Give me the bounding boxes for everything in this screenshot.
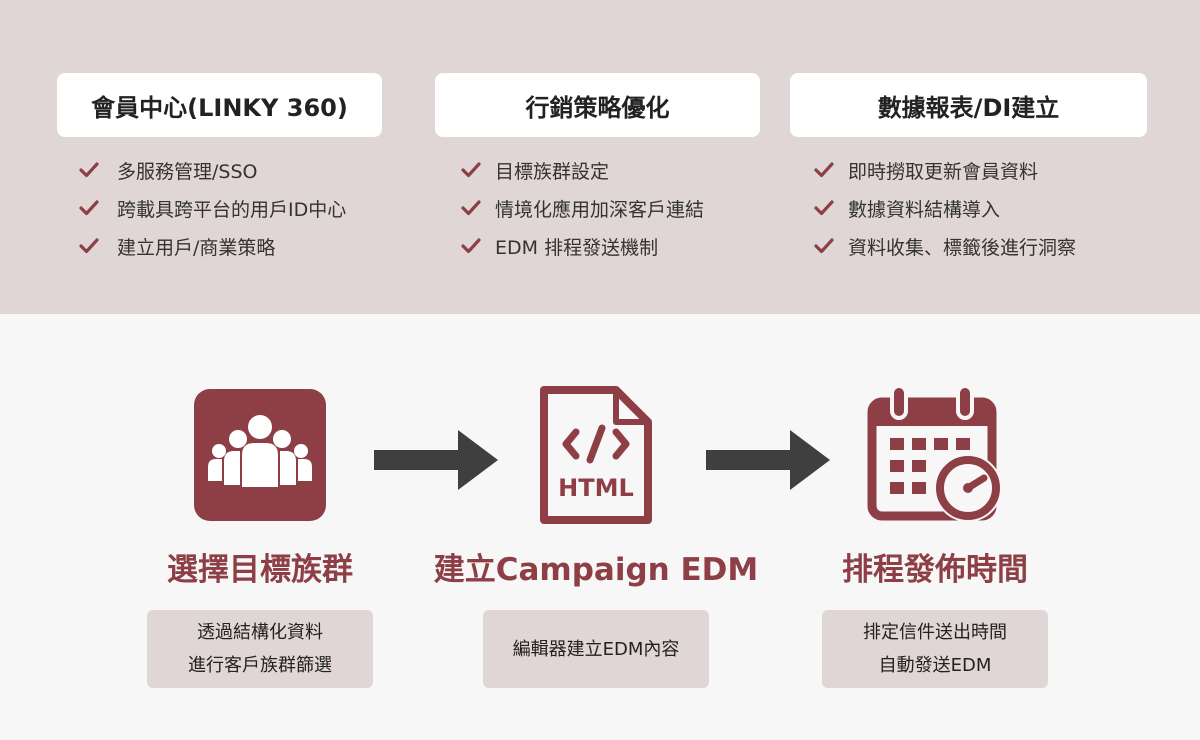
- feature-list: 目標族群設定 情境化應用加深客戶連結 EDM 排程發送機制: [435, 151, 760, 265]
- step-schedule-publish: 排程發佈時間 排定信件送出時間 自動發送EDM: [765, 380, 1105, 688]
- step-description-line: 排定信件送出時間: [863, 622, 1007, 643]
- list-item: 資料收集、標籤後進行洞察: [814, 227, 1147, 265]
- column-header: 數據報表/DI建立: [790, 73, 1147, 137]
- feature-column-member-center: 會員中心(LINKY 360) 多服務管理/SSO 跨載具跨平台的用戶ID中心 …: [57, 73, 382, 265]
- checkmark-icon: [79, 160, 99, 180]
- list-item-label: 跨載具跨平台的用戶ID中心: [117, 198, 347, 221]
- list-item: 目標族群設定: [461, 151, 760, 189]
- list-item: EDM 排程發送機制: [461, 227, 760, 265]
- checkmark-icon: [79, 198, 99, 218]
- list-item-label: 情境化應用加深客戶連結: [495, 198, 705, 221]
- step-description-line: 進行客戶族群篩選: [188, 655, 332, 676]
- step-description-line: 編輯器建立EDM內容: [512, 638, 680, 660]
- checkmark-icon: [814, 236, 834, 256]
- list-item: 跨載具跨平台的用戶ID中心: [79, 189, 382, 227]
- step-create-edm: HTML 建立Campaign EDM 編輯器建立EDM內容: [426, 380, 766, 688]
- list-item-label: 資料收集、標籤後進行洞察: [848, 236, 1077, 259]
- list-item: 即時撈取更新會員資料: [814, 151, 1147, 189]
- step-title: 排程發佈時間: [842, 552, 1028, 588]
- column-header: 行銷策略優化: [435, 73, 760, 137]
- step-description: 排定信件送出時間 自動發送EDM: [822, 610, 1048, 688]
- checkmark-icon: [461, 236, 481, 256]
- step-description-line: 透過結構化資料: [197, 622, 323, 643]
- flow-arrow-icon: [706, 430, 830, 490]
- calendar-clock-icon: [765, 380, 1105, 530]
- step-description: 編輯器建立EDM內容: [483, 610, 709, 688]
- checkmark-icon: [461, 198, 481, 218]
- flow-arrow-icon: [374, 430, 498, 490]
- html-label: HTML: [558, 474, 634, 502]
- list-item-label: EDM 排程發送機制: [495, 236, 659, 259]
- list-item-label: 數據資料結構導入: [848, 198, 1001, 221]
- list-item: 建立用戶/商業策略: [79, 227, 382, 265]
- step-description-line: 自動發送EDM: [878, 655, 992, 676]
- column-header: 會員中心(LINKY 360): [57, 73, 382, 137]
- checkmark-icon: [814, 160, 834, 180]
- checkmark-icon: [461, 160, 481, 180]
- features-band: [0, 0, 1200, 314]
- step-select-audience: 選擇目標族群 透過結構化資料 進行客戶族群篩選: [90, 380, 430, 688]
- feature-list: 即時撈取更新會員資料 數據資料結構導入 資料收集、標籤後進行洞察: [790, 151, 1147, 265]
- feature-list: 多服務管理/SSO 跨載具跨平台的用戶ID中心 建立用戶/商業策略: [57, 151, 382, 265]
- feature-column-data-reports: 數據報表/DI建立 即時撈取更新會員資料 數據資料結構導入 資料收集、標籤後進行…: [790, 73, 1147, 265]
- step-title: 選擇目標族群: [167, 552, 353, 588]
- checkmark-icon: [814, 198, 834, 218]
- users-group-icon: [90, 380, 430, 530]
- checkmark-icon: [79, 236, 99, 256]
- list-item: 數據資料結構導入: [814, 189, 1147, 227]
- feature-column-marketing: 行銷策略優化 目標族群設定 情境化應用加深客戶連結 EDM 排程發送機制: [435, 73, 760, 265]
- list-item-label: 即時撈取更新會員資料: [848, 160, 1039, 183]
- list-item-label: 多服務管理/SSO: [117, 160, 258, 183]
- html-file-icon: HTML: [426, 380, 766, 530]
- list-item-label: 目標族群設定: [495, 160, 610, 183]
- step-description: 透過結構化資料 進行客戶族群篩選: [147, 610, 373, 688]
- list-item: 多服務管理/SSO: [79, 151, 382, 189]
- list-item-label: 建立用戶/商業策略: [117, 236, 276, 259]
- step-title: 建立Campaign EDM: [433, 552, 759, 588]
- list-item: 情境化應用加深客戶連結: [461, 189, 760, 227]
